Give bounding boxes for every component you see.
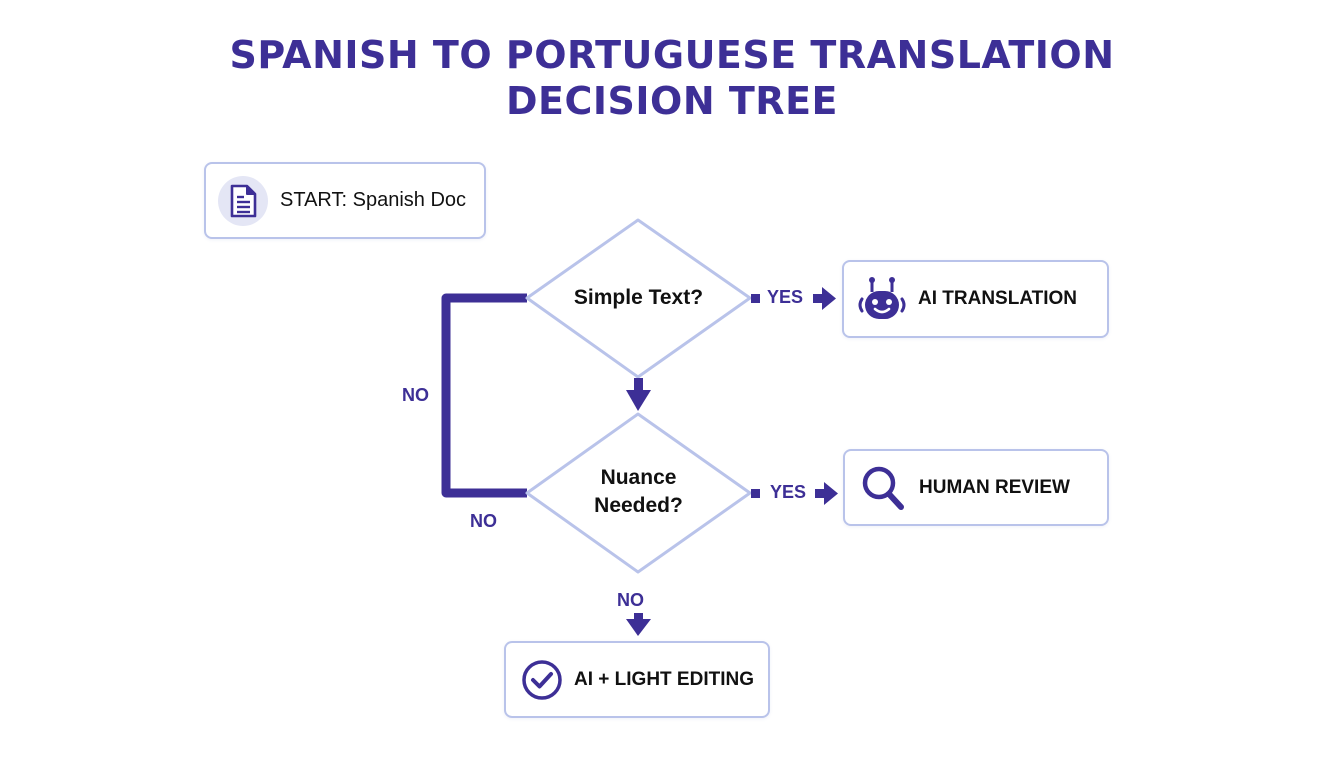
down-arrow-shaft	[634, 378, 643, 392]
document-icon	[218, 175, 268, 226]
decision-nuance-line2: Needed?	[594, 494, 683, 517]
start-node[interactable]: START: Spanish Doc	[204, 162, 486, 239]
page-title: SPANISH TO PORTUGUESE TRANSLATION DECISI…	[0, 32, 1344, 124]
title-line-2: DECISION TREE	[506, 79, 838, 123]
no-arrow-shaft	[634, 613, 643, 621]
magnifier-icon	[859, 463, 907, 513]
robot-icon	[856, 275, 908, 323]
ai-light-editing-label: AI + LIGHT EDITING	[574, 668, 754, 690]
human-review-node[interactable]: HUMAN REVIEW	[843, 449, 1109, 526]
human-review-label: HUMAN REVIEW	[919, 476, 1070, 498]
ai-translation-node[interactable]: AI TRANSLATION	[842, 260, 1109, 338]
edge-label-loop-no-left: NO	[402, 385, 429, 405]
edge-label-loop-no-bottom: NO	[470, 511, 497, 531]
ai-light-editing-node[interactable]: AI + LIGHT EDITING	[504, 641, 770, 718]
decision-simple-text-label: Simple Text?	[573, 286, 704, 309]
yes-arrow-2-icon	[815, 482, 838, 505]
decision-nuance-shape	[525, 412, 752, 574]
decision-simple-text-shape	[525, 218, 752, 379]
start-node-label: START: Spanish Doc	[280, 189, 467, 211]
edge-label-simple-yes: YES	[767, 287, 804, 307]
no-loop-connector	[441, 293, 527, 498]
title-line-1: SPANISH TO PORTUGUESE TRANSLATION	[229, 33, 1115, 77]
no-arrow-head	[626, 619, 651, 636]
edge-label-nuance-yes: YES	[770, 482, 807, 502]
decision-simple-text: Simple Text?	[527, 284, 750, 312]
down-arrow-head	[626, 390, 651, 411]
check-circle-icon	[520, 658, 564, 702]
yes-stub-2	[751, 489, 760, 498]
edge-label-nuance-no: NO	[617, 590, 644, 610]
ai-translation-label: AI TRANSLATION	[918, 288, 1078, 309]
decision-nuance-line1: Nuance	[600, 466, 677, 489]
yes-arrow-1-icon	[813, 287, 836, 310]
yes-stub-1	[751, 294, 760, 303]
decision-nuance-needed: Nuance Needed?	[527, 464, 750, 520]
